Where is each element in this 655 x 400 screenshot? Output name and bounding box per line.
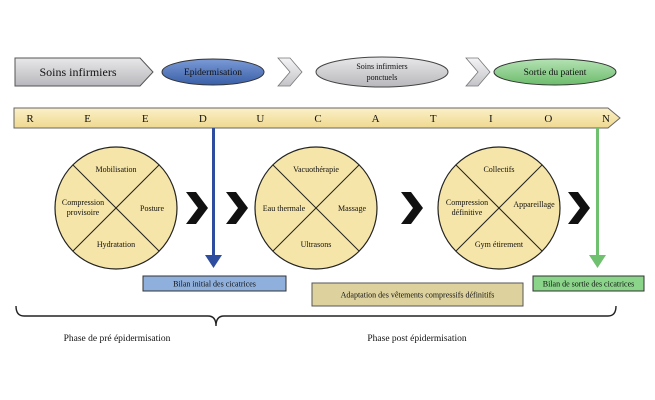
band-letter-2: E [142, 113, 149, 125]
band-letter-0: R [26, 113, 34, 125]
eau-thermale-label: Eau thermale [263, 204, 306, 213]
ultrasons-label: Ultrasons [301, 240, 332, 249]
sortie-label: Sortie du patient [524, 68, 587, 78]
circle-pre-epidermisation: Mobilisation Compression provisoire Post… [54, 146, 178, 270]
epidermisation-ellipse: Epidermisation [161, 58, 265, 86]
gym-etirement-label: Gym étirement [475, 240, 524, 249]
compression-definitive-line2: définitive [452, 208, 483, 217]
band-letter-5: C [314, 113, 321, 125]
posture-label: Posture [140, 204, 164, 213]
appareillage-label: Appareillage [513, 200, 555, 209]
blue-down-arrow-icon [205, 128, 222, 268]
bilan-sortie-box: Bilan de sortie des cicatrices [532, 275, 645, 292]
circle-post-epidermisation-1: Vacuothérapie Eau thermale Massage Ultra… [254, 146, 378, 270]
black-chevron-1-icon [186, 192, 208, 224]
black-chevron-4-icon [568, 192, 590, 224]
band-letter-8: I [489, 113, 493, 125]
massage-label: Massage [338, 204, 366, 213]
circle-post-epidermisation-2: Collectifs Compression définitive Appare… [437, 146, 561, 270]
sortie-ellipse: Sortie du patient [493, 58, 617, 86]
chevron-1-icon [277, 57, 303, 87]
black-chevron-2-icon [226, 192, 248, 224]
phase-post-label: Phase post épidermisation [367, 334, 466, 344]
soins-ponctuels-ellipse: Soins infirmiers ponctuels [315, 56, 449, 88]
epidermisation-label: Epidermisation [184, 68, 242, 78]
vacuotherapie-label: Vacuothérapie [293, 165, 339, 174]
phase-pre-label: Phase de pré épidermisation [64, 334, 171, 344]
hydratation-label: Hydratation [97, 240, 135, 249]
compression-definitive-line1: Compression [446, 198, 488, 207]
pre-phase-brace [15, 305, 617, 327]
soins-ponctuels-label-line1: Soins infirmiers [356, 62, 407, 71]
band-letter-4: U [256, 113, 264, 125]
mobilisation-label: Mobilisation [96, 165, 137, 174]
adaptation-box: Adaptation des vêtements compressifs déf… [311, 282, 524, 307]
adaptation-label: Adaptation des vêtements compressifs déf… [341, 291, 495, 300]
band-letter-9: O [544, 113, 552, 125]
band-letter-3: D [199, 113, 207, 125]
bilan-initial-box: Bilan initial des cicatrices [142, 275, 287, 292]
soins-ponctuels-label-line2: ponctuels [367, 73, 398, 82]
soins-infirmiers-pentagon: Soins infirmiers [14, 57, 154, 87]
soins-infirmiers-label: Soins infirmiers [40, 65, 117, 79]
compression-provisoire-line1: Compression [62, 198, 104, 207]
black-chevron-3-icon [401, 192, 423, 224]
band-letter-7: T [430, 113, 437, 125]
compression-provisoire-line2: provisoire [67, 208, 100, 217]
bilan-initial-label: Bilan initial des cicatrices [173, 280, 256, 289]
band-letter-6: A [372, 113, 380, 125]
bilan-sortie-label: Bilan de sortie des cicatrices [543, 280, 635, 289]
band-letter-10: N [602, 113, 610, 125]
collectifs-label: Collectifs [483, 165, 514, 174]
green-down-arrow-icon [589, 128, 606, 268]
chevron-2-icon [465, 57, 491, 87]
band-letter-1: E [84, 113, 91, 125]
